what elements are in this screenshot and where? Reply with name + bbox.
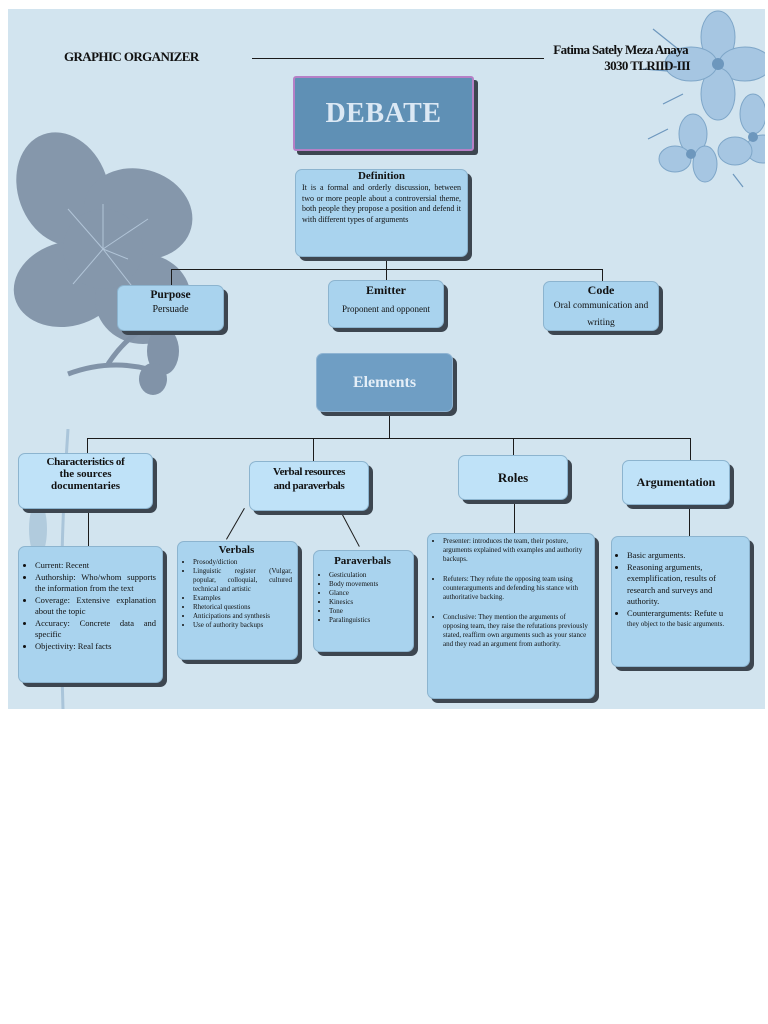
author-name: Fatima Sately Meza Anaya bbox=[553, 42, 688, 57]
purpose-title: Purpose bbox=[150, 289, 191, 301]
paraverbals-item: Glance bbox=[329, 589, 408, 598]
connector bbox=[87, 438, 88, 454]
large-flower-icon bbox=[13, 132, 193, 395]
characteristics-item: Objectivity: Real facts bbox=[35, 641, 156, 653]
connector bbox=[689, 505, 690, 539]
characteristics-item: Current: Recent bbox=[35, 560, 156, 572]
characteristics-item: Authorship: Who/whom supports the inform… bbox=[35, 572, 156, 595]
connector bbox=[88, 509, 89, 547]
connector bbox=[342, 514, 360, 547]
connector bbox=[313, 438, 314, 461]
verbals-item: Prosody/diction bbox=[193, 558, 292, 567]
connector bbox=[386, 256, 387, 280]
paraverbals-item: Paralinguistics bbox=[329, 616, 408, 625]
definition-text: It is a formal and orderly discussion, b… bbox=[302, 183, 461, 224]
purpose-text: Persuade bbox=[152, 304, 189, 315]
paraverbals-item: Body movements bbox=[329, 580, 408, 589]
blue-flowers-icon bbox=[642, 10, 765, 188]
code-text: Oral communication and writing bbox=[553, 301, 649, 328]
paraverbals-item: Tone bbox=[329, 607, 408, 616]
emitter-box: Emitter Proponent and opponent bbox=[328, 280, 444, 328]
roles-item: Refuters: They refute the opposing team … bbox=[443, 575, 589, 602]
characteristics-title-line2: the sources bbox=[59, 468, 112, 480]
verbal-resources-title-line1: Verbal resources bbox=[273, 466, 345, 478]
verbals-item: Rhetorical questions bbox=[193, 603, 292, 612]
header-rule bbox=[252, 58, 544, 59]
connector bbox=[690, 438, 691, 460]
paraverbals-box: Paraverbals Gesticulation Body movements… bbox=[313, 550, 414, 652]
emitter-title: Emitter bbox=[366, 283, 406, 297]
verbal-resources-header-box: Verbal resources and paraverbals bbox=[249, 461, 369, 511]
paraverbals-item: Kinesics bbox=[329, 598, 408, 607]
argumentation-item: Basic arguments. bbox=[627, 550, 744, 562]
organizer-slide: GRAPHIC ORGANIZER Fatima Sately Meza Ana… bbox=[8, 9, 765, 709]
paraverbals-title: Paraverbals bbox=[334, 555, 391, 567]
paraverbals-item: Gesticulation bbox=[329, 571, 408, 580]
characteristics-list-box: Current: Recent Authorship: Who/whom sup… bbox=[18, 546, 163, 683]
roles-item: Conclusive: They mention the arguments o… bbox=[443, 613, 589, 649]
verbals-item: Use of authority backups bbox=[193, 621, 292, 630]
argumentation-item: Counterarguments: Refute u bbox=[627, 608, 744, 620]
connector bbox=[389, 412, 390, 439]
connector bbox=[513, 438, 514, 455]
argumentation-extra: they object to the basic arguments. bbox=[627, 620, 725, 628]
code-box: Code Oral communication and writing bbox=[543, 281, 659, 331]
roles-header-box: Roles bbox=[458, 455, 568, 500]
verbal-resources-title-line2: and paraverbals bbox=[273, 480, 345, 492]
definition-box: Definition It is a formal and orderly di… bbox=[295, 169, 468, 257]
characteristics-item: Coverage: Extensive explanation about th… bbox=[35, 595, 156, 618]
verbals-box: Verbals Prosody/diction Linguistic regis… bbox=[177, 541, 298, 660]
code-title: Code bbox=[587, 283, 615, 297]
characteristics-title-line1: Characteristics of bbox=[46, 456, 125, 468]
connector bbox=[171, 269, 603, 270]
verbals-item: Examples bbox=[193, 594, 292, 603]
argumentation-item: Reasoning arguments, exemplification, re… bbox=[627, 562, 744, 608]
roles-item: Presenter: introduces the team, their po… bbox=[443, 537, 589, 564]
verbals-item: Linguistic register (Vulgar, popular, co… bbox=[193, 567, 292, 594]
verbals-item: Anticipations and synthesis bbox=[193, 612, 292, 621]
author-group: 3030 TLRIID-III bbox=[604, 58, 690, 73]
connector bbox=[226, 508, 245, 540]
connector bbox=[171, 269, 172, 285]
roles-title: Roles bbox=[497, 469, 529, 485]
organizer-label: GRAPHIC ORGANIZER bbox=[64, 49, 199, 64]
connector bbox=[514, 500, 515, 536]
verbals-title: Verbals bbox=[218, 544, 255, 556]
characteristics-title-line3: documentaries bbox=[50, 480, 121, 492]
roles-list-box: Presenter: introduces the team, their po… bbox=[427, 533, 595, 699]
connector bbox=[87, 438, 691, 439]
connector bbox=[602, 269, 603, 281]
argumentation-header-box: Argumentation bbox=[622, 460, 730, 505]
debate-title: DEBATE bbox=[325, 97, 442, 129]
characteristics-header-box: Characteristics of the sources documenta… bbox=[18, 453, 153, 509]
definition-title: Definition bbox=[357, 170, 406, 182]
elements-box: Elements bbox=[316, 353, 453, 412]
debate-title-box: DEBATE bbox=[293, 76, 474, 151]
emitter-text: Proponent and opponent bbox=[342, 304, 430, 314]
purpose-box: Purpose Persuade bbox=[117, 285, 224, 331]
elements-title: Elements bbox=[352, 373, 417, 391]
argumentation-title: Argumentation bbox=[636, 475, 716, 489]
characteristics-item: Accuracy: Concrete data and specific bbox=[35, 618, 156, 641]
argumentation-list-box: Basic arguments. Reasoning arguments, ex… bbox=[611, 536, 750, 667]
